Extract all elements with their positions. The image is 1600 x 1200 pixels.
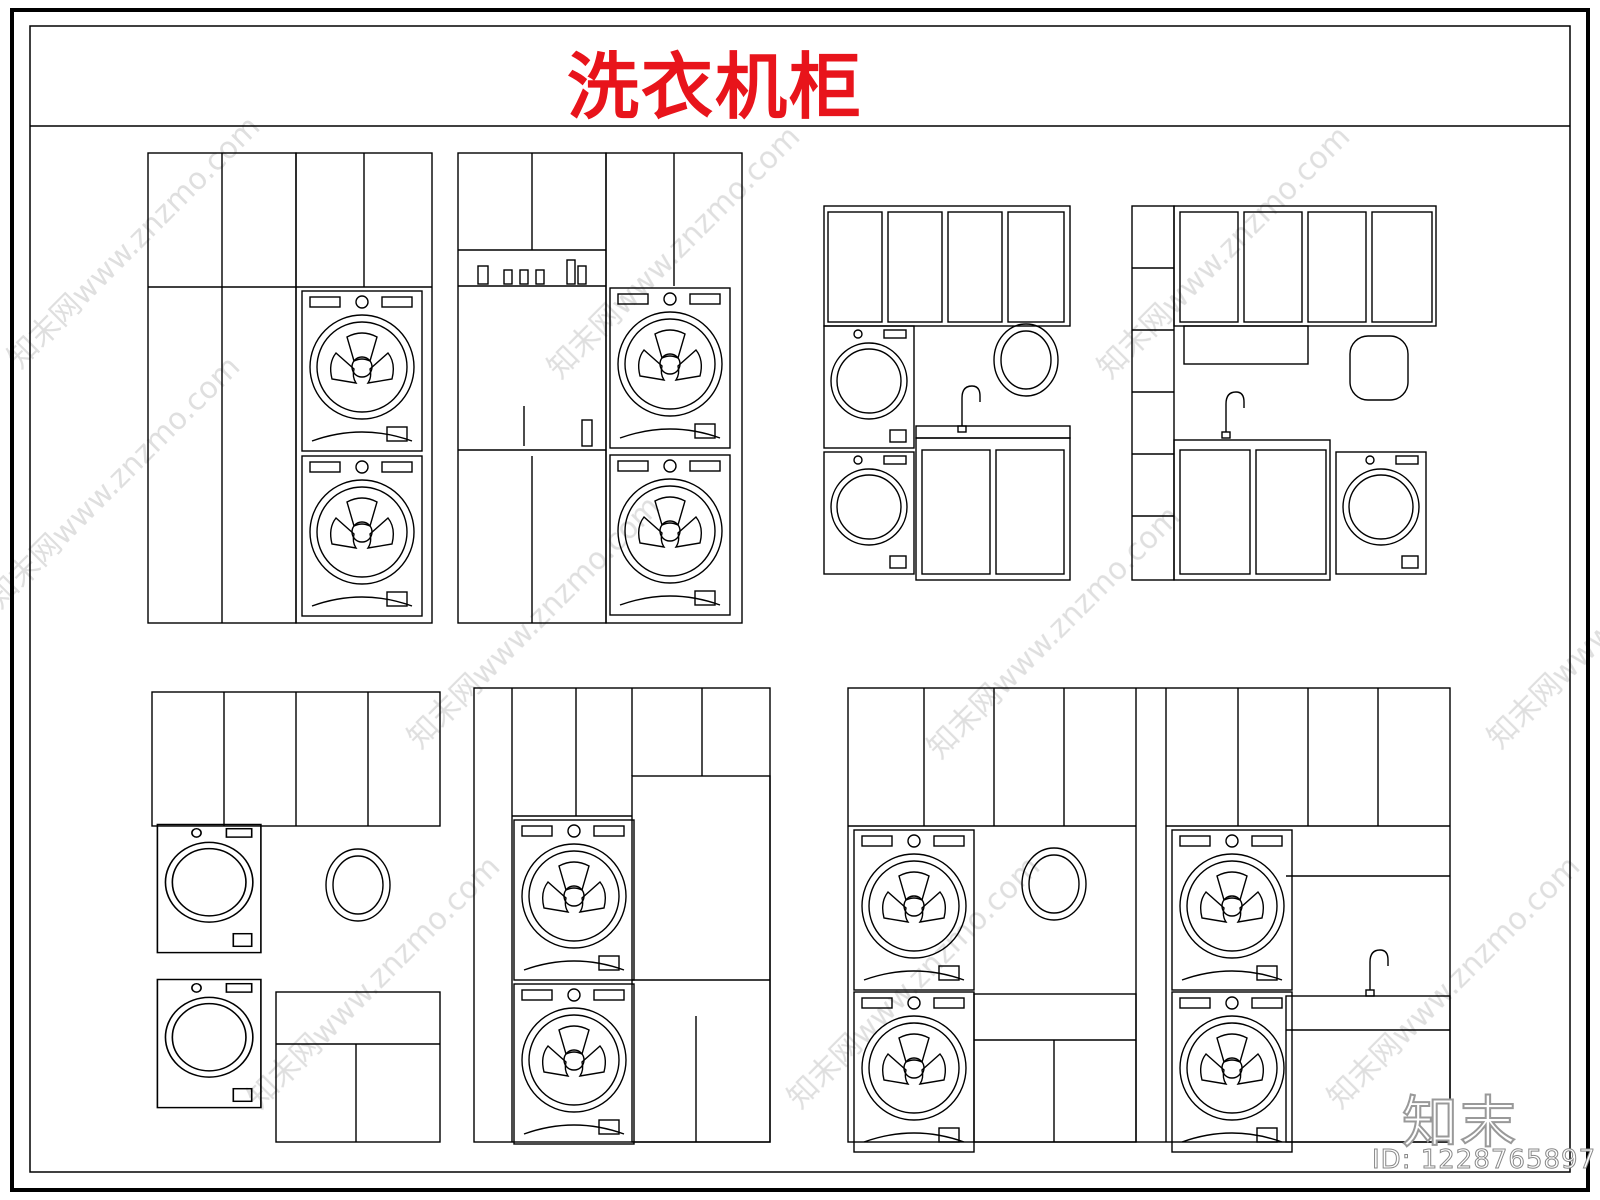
watermark-text: 知末网www.znzmo.com — [921, 499, 1187, 765]
watermark-text: 知末网www.znzmo.com — [0, 349, 247, 615]
elevation-6 — [473, 687, 771, 1145]
inner-border — [29, 25, 1571, 1173]
elevation-4 — [1131, 205, 1437, 581]
elevation-1 — [147, 152, 433, 624]
watermark-text: 知末网www.znzmo.com — [1321, 849, 1587, 1115]
brand-logo: 知末 — [1401, 1090, 1518, 1157]
outer-border — [10, 8, 1590, 1192]
watermark-text: 知末网www.znzmo.com — [1091, 119, 1357, 385]
elevation-2 — [457, 152, 743, 624]
watermark-text: 知末网www.znzmo.com — [781, 849, 1047, 1115]
elevation-5 — [151, 691, 441, 1143]
image-id-label: ID: 1228765897 — [1371, 1145, 1597, 1176]
page-title: 洗衣机柜 — [566, 45, 863, 129]
watermark-layer: 知末网www.znzmo.com 知末网www.znzmo.com 知末网www… — [0, 109, 1600, 1115]
elevation-3 — [823, 205, 1071, 581]
watermark-text: 知末网www.znzmo.com — [1, 109, 267, 375]
elevation-7 — [847, 687, 1451, 1153]
watermark-text: 知末网www.znzmo.com — [241, 849, 507, 1115]
watermark-text: 知末网www.znzmo.com — [1481, 489, 1600, 755]
